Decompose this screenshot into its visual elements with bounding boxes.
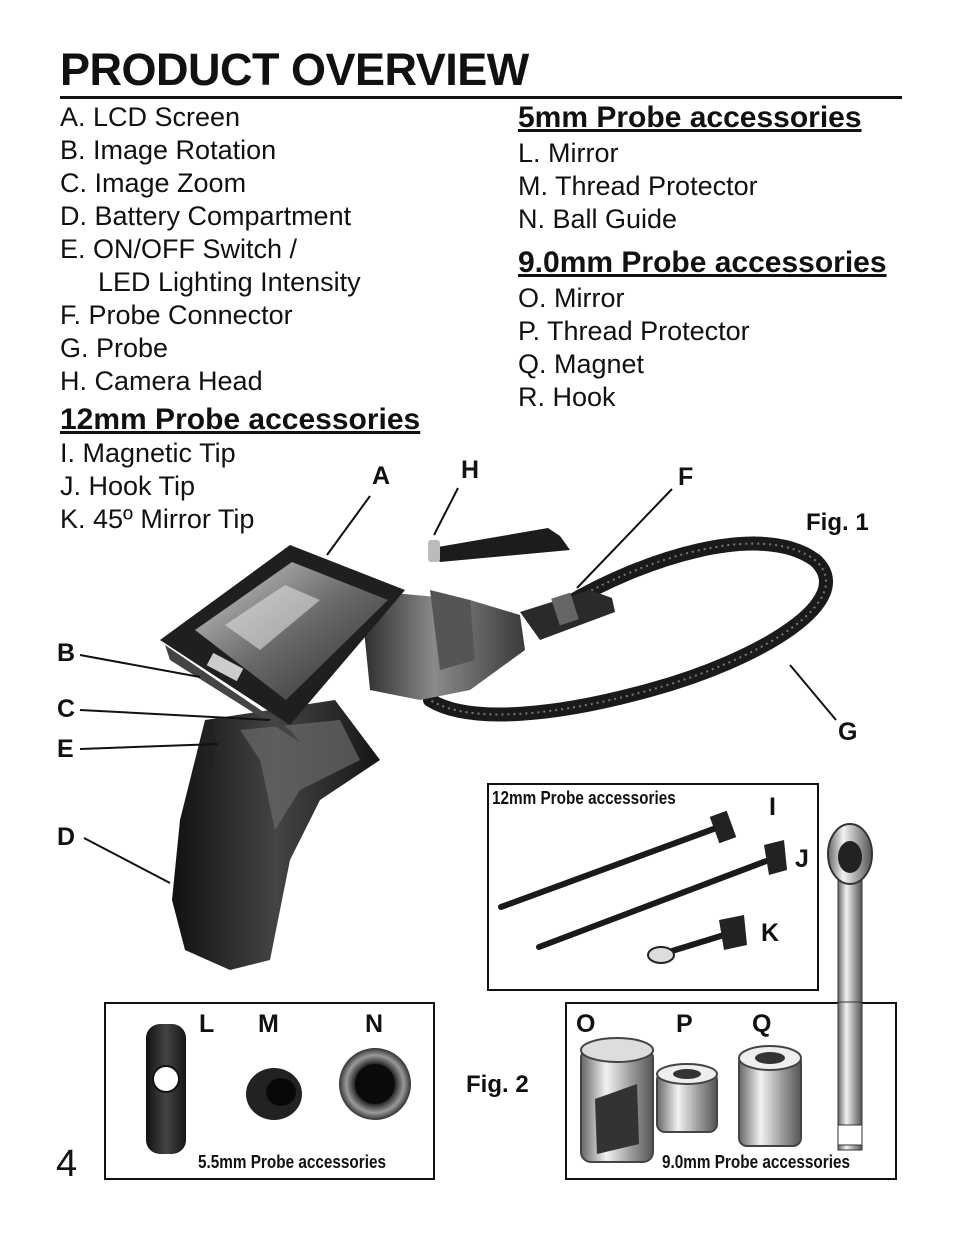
callout-l: L bbox=[199, 1010, 215, 1038]
part-d: D. Battery Compartment bbox=[60, 201, 352, 231]
acc12-item: K. 45º Mirror Tip bbox=[60, 504, 255, 534]
acc9-list: O. Mirror P. Thread Protector Q. Magnet … bbox=[518, 282, 750, 414]
acc9-box-caption: 9.0mm Probe accessories bbox=[662, 1152, 850, 1172]
acc12-list: I. Magnetic Tip J. Hook Tip K. 45º Mirro… bbox=[60, 437, 254, 536]
part-a: A. LCD Screen bbox=[60, 102, 241, 132]
probe-tips-illustration bbox=[498, 810, 787, 964]
callout-f: F bbox=[678, 463, 694, 491]
page-title: PRODUCT OVERVIEW bbox=[60, 44, 529, 95]
acc9-item: P. Thread Protector bbox=[518, 316, 750, 346]
part-f: F. Probe Connector bbox=[60, 300, 293, 330]
callout-q: Q bbox=[752, 1010, 772, 1038]
callout-a: A bbox=[372, 462, 391, 490]
acc5-list: L. Mirror M. Thread Protector N. Ball Gu… bbox=[518, 137, 758, 236]
part-h: H. Camera Head bbox=[60, 366, 263, 396]
acc12-item: I. Magnetic Tip bbox=[60, 438, 236, 468]
callout-m: M bbox=[258, 1010, 279, 1038]
callout-k: K bbox=[761, 919, 780, 947]
acc55-photo-box: L M N 5.5mm Probe accessories bbox=[104, 1002, 435, 1180]
acc5-heading: 5mm Probe accessories bbox=[518, 101, 862, 134]
callout-p: P bbox=[676, 1010, 693, 1038]
callout-j: J bbox=[795, 845, 809, 873]
acc12-photo-box: 12mm Probe accessories I J K bbox=[487, 783, 819, 991]
acc9-heading: 9.0mm Probe accessories bbox=[518, 246, 887, 279]
fig1-label: Fig. 1 bbox=[806, 509, 869, 536]
probe-9mm-accessories-illustration bbox=[580, 1037, 802, 1163]
callout-b: B bbox=[57, 639, 76, 667]
parts-list: A. LCD Screen B. Image Rotation C. Image… bbox=[60, 101, 361, 398]
page-number: 4 bbox=[56, 1143, 78, 1185]
title-rule bbox=[60, 96, 902, 99]
acc9-item: R. Hook bbox=[518, 382, 616, 412]
part-e-continued: LED Lighting Intensity bbox=[98, 267, 361, 297]
callout-g: G bbox=[838, 718, 858, 746]
callout-e: E bbox=[57, 735, 74, 763]
probe-5mm-accessories-illustration bbox=[146, 1024, 411, 1154]
part-e: E. ON/OFF Switch / bbox=[60, 234, 298, 264]
part-c: C. Image Zoom bbox=[60, 168, 247, 198]
acc9-item: Q. Magnet bbox=[518, 349, 645, 379]
acc5-item: L. Mirror bbox=[518, 138, 619, 168]
part-b: B. Image Rotation bbox=[60, 135, 277, 165]
acc5-item: M. Thread Protector bbox=[518, 171, 758, 201]
acc12-heading: 12mm Probe accessories bbox=[60, 403, 421, 436]
callout-o: O bbox=[576, 1010, 596, 1038]
fig2-label: Fig. 2 bbox=[466, 1071, 529, 1098]
callout-d: D bbox=[57, 823, 76, 851]
part-g: G. Probe bbox=[60, 333, 169, 363]
callout-i: I bbox=[769, 793, 776, 821]
callout-n: N bbox=[365, 1010, 384, 1038]
acc12-item: J. Hook Tip bbox=[60, 471, 196, 501]
acc9-item: O. Mirror bbox=[518, 283, 625, 313]
callout-h: H bbox=[461, 456, 480, 484]
acc5-item: N. Ball Guide bbox=[518, 204, 678, 234]
acc12-box-caption: 12mm Probe accessories bbox=[492, 788, 676, 808]
acc55-box-caption: 5.5mm Probe accessories bbox=[198, 1152, 386, 1172]
callout-c: C bbox=[57, 695, 76, 723]
